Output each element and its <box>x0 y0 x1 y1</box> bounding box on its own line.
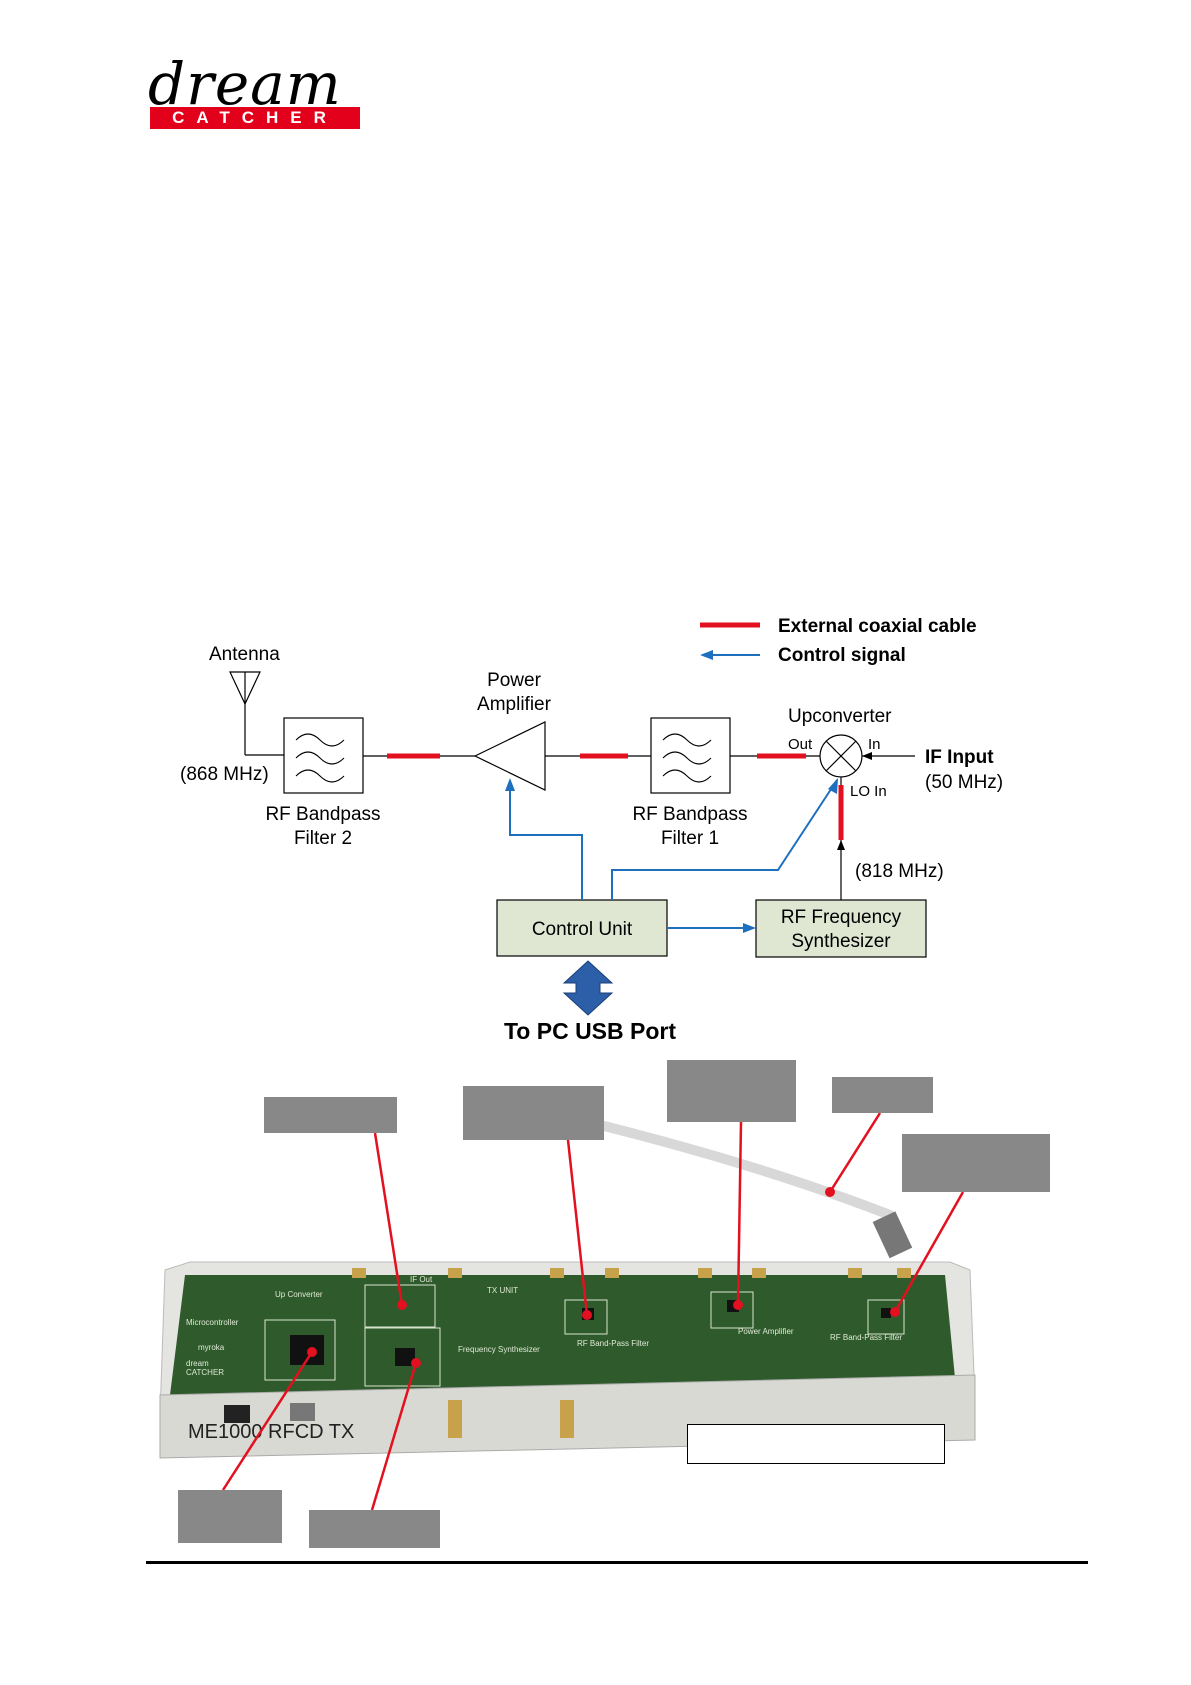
callout-upconverter <box>264 1097 397 1133</box>
module-outlines <box>264 1284 905 1387</box>
silk-up-converter: Up Converter <box>275 1290 323 1299</box>
mixer-in-label: In <box>868 736 881 753</box>
legend-control-label: Control signal <box>778 645 906 666</box>
silk-microcontroller: Microcontroller <box>186 1318 239 1327</box>
photo-caption-box <box>687 1424 945 1464</box>
front-sma-2 <box>560 1400 574 1438</box>
logo-script-text: dream <box>148 50 342 118</box>
lo-freq-label: (818 MHz) <box>855 861 944 882</box>
logo-bar-text: CATCHER <box>150 107 360 129</box>
callout-power-amplifier <box>667 1060 796 1122</box>
pcb <box>170 1275 955 1395</box>
callout-control-unit <box>178 1490 282 1543</box>
callout-bpf1 <box>463 1086 604 1140</box>
mixer-lo-in-label: LO In <box>850 783 887 800</box>
control-unit-block <box>496 899 668 957</box>
top-sma-connectors <box>352 1268 911 1278</box>
synth-label-2: Synthesizer <box>791 931 891 952</box>
footer-rule <box>146 1561 1088 1564</box>
silk-pa: Power Amplifier <box>738 1327 794 1336</box>
pa-label-2: Amplifier <box>477 694 552 715</box>
board-model-print: ME1000 RFCD TX <box>188 1421 354 1443</box>
silk-maker: myroka <box>198 1343 225 1352</box>
if-input-freq: (50 MHz) <box>925 772 1003 793</box>
mixer-out-label: Out <box>788 736 813 753</box>
legend-control-arrowhead <box>700 650 713 660</box>
dream-catcher-logo: dream CATCHER <box>148 52 378 132</box>
usb-label: To PC USB Port <box>504 1018 676 1044</box>
antenna-whip <box>595 1120 895 1220</box>
antenna-freq-label: (868 MHz) <box>180 764 269 785</box>
usb-connector <box>290 1403 315 1421</box>
ic-chips <box>290 1300 891 1366</box>
silk-if-out: IF Out <box>410 1275 433 1284</box>
bpf2-label-1: RF Bandpass <box>265 804 380 825</box>
power-switch <box>224 1405 250 1423</box>
callout-bpf2 <box>902 1134 1050 1192</box>
if-input-label: IF Input <box>925 747 994 768</box>
synth-label-1: RF Frequency <box>781 907 902 928</box>
callout-dots <box>307 1187 900 1368</box>
bpf2-label-2: Filter 2 <box>294 828 352 849</box>
block-diagram: External coaxial cable Control signal An… <box>180 616 1003 1044</box>
upconverter-label: Upconverter <box>788 706 892 727</box>
front-sma-1 <box>448 1400 462 1438</box>
usb-double-arrow-icon <box>562 960 614 1016</box>
bpf1-block <box>650 717 731 794</box>
mixer-icon <box>819 734 863 778</box>
antenna-label: Antenna <box>209 644 280 665</box>
pa-label-1: Power <box>487 670 542 691</box>
silk-freq-synth: Frequency Synthesizer <box>458 1345 540 1354</box>
legend-coax-label: External coaxial cable <box>778 616 977 637</box>
bpf2-block <box>283 717 364 794</box>
synthesizer-block <box>755 899 927 958</box>
control-signal-lines <box>509 779 838 929</box>
silk-dream: dream <box>186 1359 209 1368</box>
bpf1-label-2: Filter 1 <box>661 828 719 849</box>
control-unit-label: Control Unit <box>532 919 633 940</box>
bpf1-label-1: RF Bandpass <box>632 804 747 825</box>
silk-tx-unit: TX UNIT <box>487 1286 518 1295</box>
silk-catcher: CATCHER <box>186 1368 224 1377</box>
callout-frequency-synthesizer <box>309 1510 440 1548</box>
enclosure <box>159 1261 976 1416</box>
silk-bpf-mid: RF Band-Pass Filter <box>577 1339 649 1348</box>
callout-antenna <box>832 1077 933 1113</box>
silk-bpf-right: RF Band-Pass Filter <box>830 1333 902 1342</box>
